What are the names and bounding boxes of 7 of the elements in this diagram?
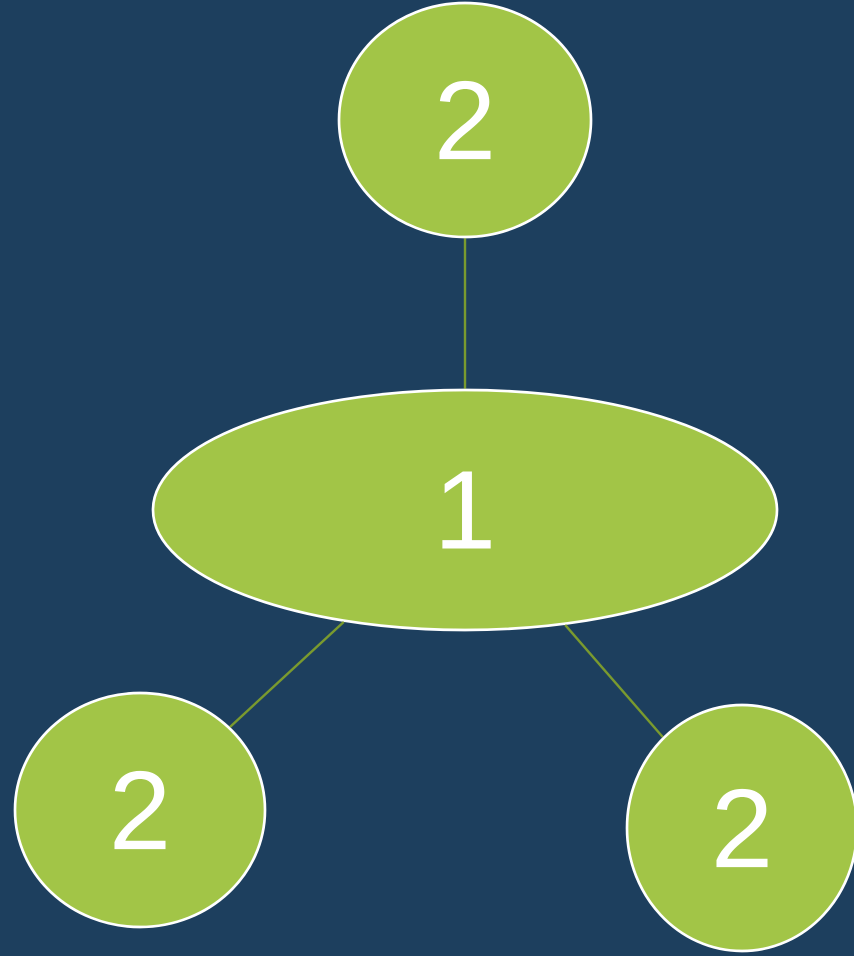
- connector-line: [564, 624, 664, 738]
- circle-node: 2: [14, 692, 266, 928]
- connector-line: [229, 621, 345, 728]
- circle-node: 2: [626, 704, 854, 952]
- circle-node: 2: [338, 2, 592, 238]
- oval-node: 1: [152, 388, 778, 632]
- connector-line: [464, 238, 466, 389]
